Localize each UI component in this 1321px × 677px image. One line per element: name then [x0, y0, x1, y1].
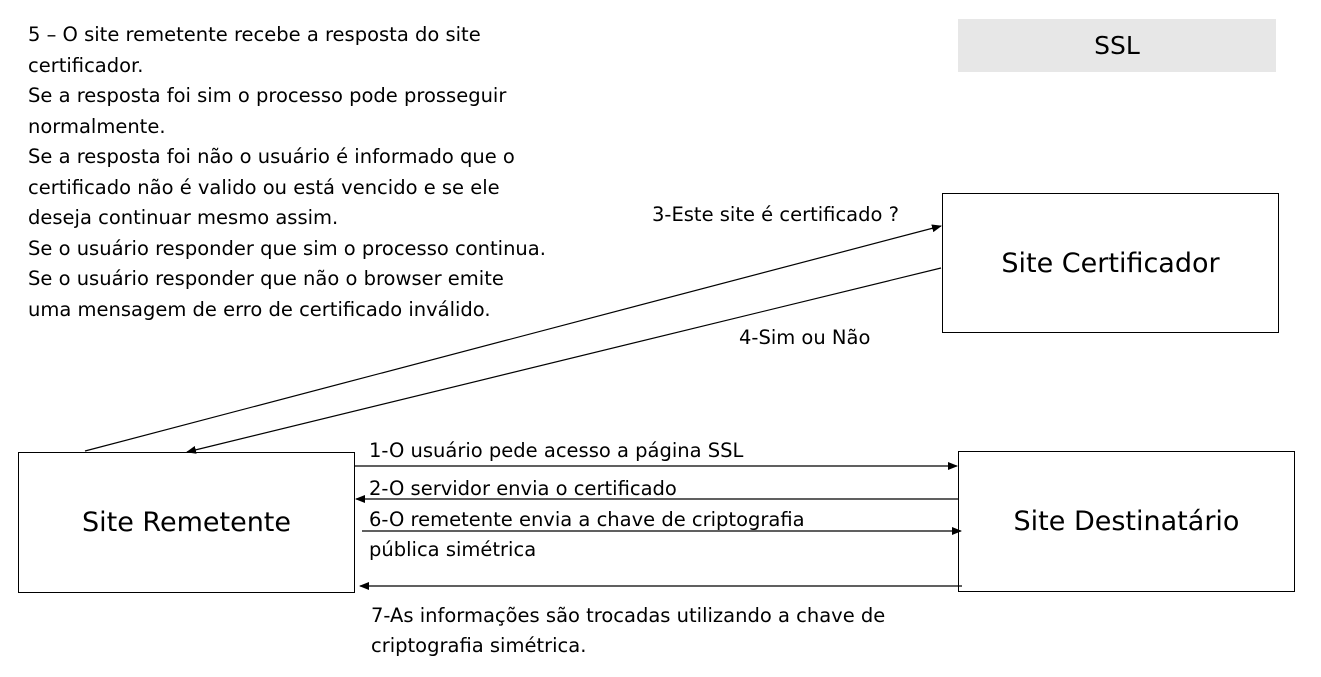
note-line: Se o usuário responder que não o browser…: [28, 267, 504, 290]
step6-label: 6-O remetente envia a chave de criptogra…: [369, 505, 805, 565]
step7-label: 7-As informações são trocadas utilizando…: [371, 601, 885, 661]
note-line: Se o usuário responder que sim o process…: [28, 236, 546, 260]
note-line: normalmente.: [28, 114, 166, 138]
note-line: uma mensagem de erro de certificado invá…: [28, 297, 491, 321]
step6-line: pública simétrica: [369, 538, 537, 561]
note-line: certificador.: [28, 53, 144, 77]
step2-label: 2-O servidor envia o certificado: [369, 477, 677, 500]
step1-label: 1-O usuário pede acesso a página SSL: [369, 439, 744, 462]
site-certificador-box: Site Certificador: [942, 193, 1279, 333]
step6-line: 6-O remetente envia a chave de criptogra…: [369, 508, 805, 531]
site-remetente-label: Site Remetente: [82, 507, 291, 538]
step7-line: criptografia simétrica.: [371, 634, 587, 657]
arrow-step4-to-remetente: [186, 267, 942, 454]
site-remetente-box: Site Remetente: [18, 452, 355, 593]
note-line: deseja continuar mesmo assim.: [28, 206, 339, 229]
arrow-step3-to-certificador: [84, 224, 942, 452]
note-line: 5 – O site remetente recebe a resposta d…: [28, 23, 481, 46]
note-line: Se a resposta foi não o usuário é inform…: [28, 145, 515, 168]
site-destinatario-label: Site Destinatário: [1013, 506, 1240, 537]
site-destinatario-box: Site Destinatário: [958, 451, 1295, 592]
step4-label: 4-Sim ou Não: [739, 326, 871, 349]
note-line: certificado não é valido ou está vencido…: [28, 175, 500, 199]
ssl-title-banner: SSL: [958, 19, 1276, 72]
step3-label: 3-Este site é certificado ?: [652, 203, 899, 226]
note-line: Se a resposta foi sim o processo pode pr…: [28, 84, 507, 107]
step7-line: 7-As informações são trocadas utilizando…: [371, 604, 886, 627]
site-certificador-label: Site Certificador: [1001, 247, 1220, 279]
step5-explanation: 5 – O site remetente recebe a resposta d…: [28, 20, 598, 325]
